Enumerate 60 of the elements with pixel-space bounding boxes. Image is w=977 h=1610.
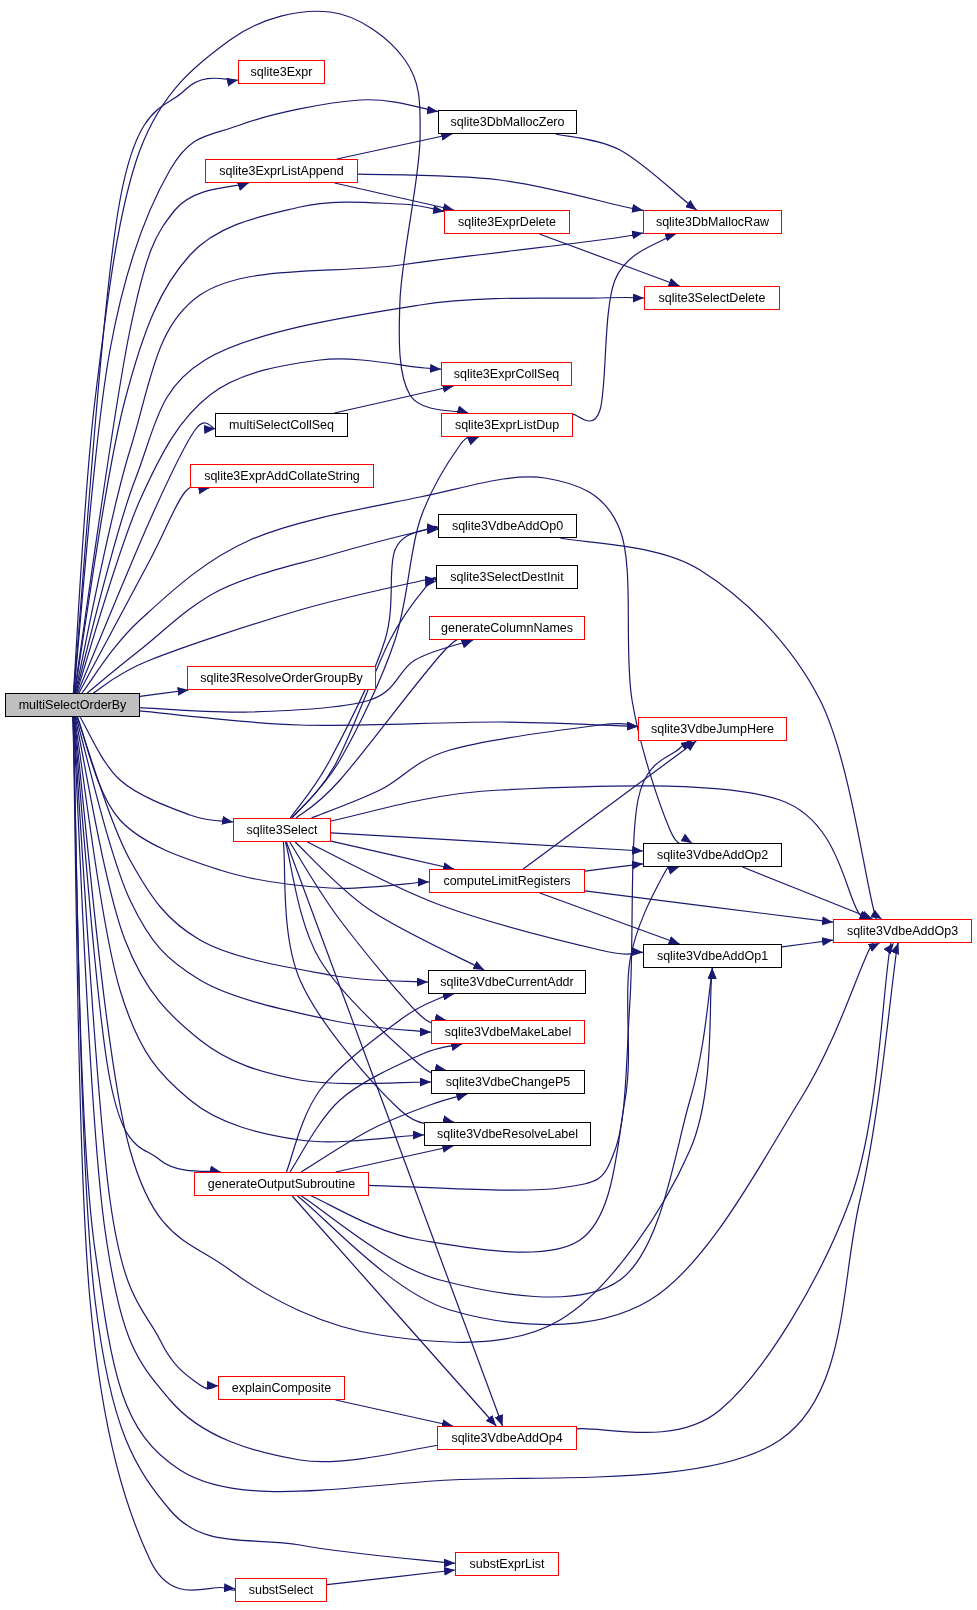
call-arrow <box>555 133 699 212</box>
call-arrow <box>584 860 644 872</box>
call-arrow <box>741 866 874 920</box>
call-arrow <box>282 841 455 1126</box>
call-arrow <box>781 937 834 948</box>
call-arrow <box>368 740 693 1191</box>
function-box: sqlite3VdbeChangeP5 <box>431 1070 585 1094</box>
function-box: sqlite3DbMallocRaw <box>643 210 782 234</box>
call-arrow <box>75 358 442 694</box>
call-arrow <box>330 832 644 855</box>
function-box: sqlite3DbMallocZero <box>438 110 577 134</box>
function-box: computeLimitRegisters <box>429 869 585 893</box>
function-box: sqlite3ExprListDup <box>441 413 573 437</box>
call-arrow <box>334 182 455 212</box>
call-arrow <box>139 686 190 697</box>
function-box: substSelect <box>235 1578 327 1602</box>
call-arrow <box>584 890 834 926</box>
call-arrow <box>333 384 455 414</box>
call-arrow <box>522 740 697 870</box>
call-arrow <box>330 840 455 871</box>
function-box: sqlite3VdbeCurrentAddr <box>428 970 586 994</box>
function-box: sqlite3SelectDestInit <box>436 565 578 589</box>
function-box: sqlite3SelectDelete <box>644 286 780 310</box>
call-arrow <box>357 173 646 214</box>
call-arrow <box>539 892 681 945</box>
function-box: explainComposite <box>218 1376 345 1400</box>
function-box: sqlite3ExprListAppend <box>205 159 358 183</box>
call-arrow <box>72 10 469 694</box>
function-box: sqlite3ExprAddCollateString <box>190 464 374 488</box>
function-box: sqlite3Select <box>233 818 331 842</box>
function-box: sqlite3VdbeAddOp1 <box>643 944 782 968</box>
function-box: sqlite3VdbeAddOp0 <box>438 514 577 538</box>
call-arrow <box>74 201 445 694</box>
call-arrow <box>79 716 234 826</box>
function-box: sqlite3ResolveOrderGroupBy <box>187 666 376 690</box>
function-box: substExprList <box>455 1552 559 1576</box>
call-arrow <box>285 841 504 1427</box>
function-box: sqlite3VdbeJumpHere <box>638 717 787 741</box>
function-box: sqlite3VdbeAddOp4 <box>437 1426 577 1450</box>
function-box: generateColumnNames <box>429 616 585 640</box>
call-arrow <box>538 233 681 287</box>
call-arrow <box>289 841 447 1026</box>
function-box: sqlite3VdbeResolveLabel <box>424 1122 591 1146</box>
call-arrow <box>306 841 644 957</box>
call-arrow <box>326 1566 456 1586</box>
call-arrow <box>300 1092 468 1173</box>
call-arrow <box>294 841 485 971</box>
call-arrow <box>310 720 639 819</box>
function-box: multiSelectCollSeq <box>215 413 348 437</box>
function-box: sqlite3VdbeMakeLabel <box>431 1020 585 1044</box>
function-box: sqlite3ExprCollSeq <box>441 362 572 386</box>
function-box: sqlite3VdbeAddOp3 <box>833 919 972 943</box>
call-arrow <box>76 421 216 694</box>
function-box: generateOutputSubroutine <box>194 1172 369 1196</box>
call-arrow <box>291 1195 497 1427</box>
function-box: sqlite3ExprDelete <box>444 210 570 234</box>
function-box: sqlite3Expr <box>238 60 325 84</box>
function-box: multiSelectOrderBy <box>5 693 140 717</box>
call-arrow <box>284 841 447 1076</box>
function-box: sqlite3VdbeAddOp2 <box>643 843 782 867</box>
